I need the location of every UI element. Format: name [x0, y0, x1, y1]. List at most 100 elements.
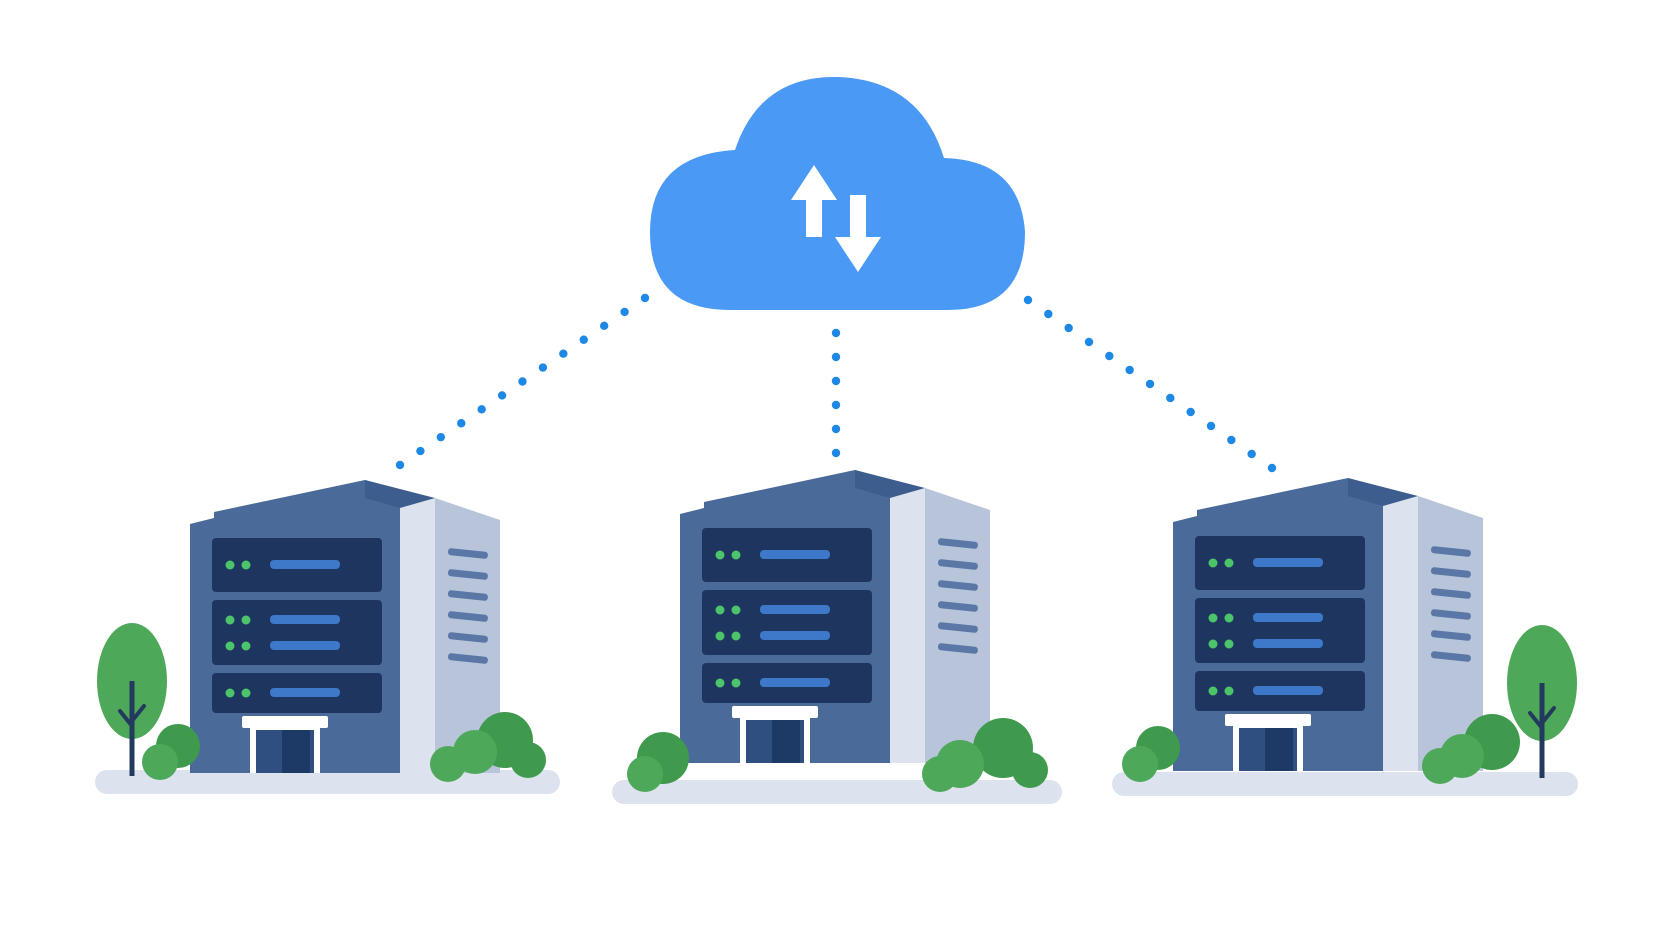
- connector-dot: [1166, 393, 1175, 403]
- building-side-edge: [1381, 496, 1418, 771]
- server-bar: [270, 560, 340, 569]
- side-vent: [937, 643, 978, 654]
- status-led: [241, 688, 251, 698]
- server-rack-panel: [212, 673, 382, 713]
- connector-dot: [831, 376, 841, 386]
- connector-dot: [477, 405, 486, 414]
- side-vent: [1430, 630, 1471, 641]
- building-right: [1112, 478, 1578, 796]
- server-rack-panel: [212, 600, 382, 665]
- connector-dot: [457, 419, 466, 428]
- status-led: [241, 560, 251, 570]
- ground-strip: [612, 780, 1062, 804]
- bush-icon: [922, 756, 958, 792]
- connector-dot: [831, 352, 841, 362]
- cloud: [650, 76, 1025, 310]
- status-led: [715, 631, 725, 641]
- side-vent: [447, 548, 488, 559]
- server-bar: [270, 615, 340, 624]
- status-led: [1208, 639, 1218, 649]
- door-awning: [242, 716, 328, 728]
- server-bar: [1253, 686, 1323, 695]
- connector-center: [831, 328, 841, 458]
- connector-dot: [518, 377, 527, 386]
- server-bar: [760, 550, 830, 559]
- server-rack-panel: [212, 538, 382, 592]
- door-awning: [1225, 714, 1311, 726]
- connector-dot: [1023, 295, 1033, 305]
- connector-dot: [640, 293, 650, 303]
- side-vent: [1430, 588, 1471, 599]
- connector-dot: [831, 448, 841, 458]
- status-led: [1208, 686, 1218, 696]
- server-rack-panel: [702, 663, 872, 703]
- connector-dot: [1105, 351, 1114, 361]
- status-led: [241, 641, 251, 651]
- server-bar: [760, 678, 830, 687]
- dotted-connectors: [395, 293, 1277, 473]
- connector-dot: [1125, 365, 1134, 375]
- tall-tree-icon: [1507, 625, 1577, 778]
- connector-dot: [831, 424, 841, 434]
- server-panel-body: [702, 590, 872, 655]
- connector-dot: [436, 432, 446, 442]
- status-led: [731, 631, 741, 641]
- server-bar: [270, 641, 340, 650]
- server-rack-panel: [702, 528, 872, 582]
- door-awning: [732, 706, 818, 718]
- building-roof: [1348, 478, 1418, 506]
- server-panel-body: [1195, 598, 1365, 663]
- connector-dot: [579, 335, 588, 344]
- tree-branch: [118, 709, 134, 728]
- server-rack-panel: [702, 590, 872, 655]
- connector-dot: [1084, 337, 1094, 347]
- building-side-edge: [398, 498, 435, 773]
- side-vent: [447, 632, 488, 643]
- building-center: [612, 470, 1062, 804]
- connector-left: [395, 293, 650, 470]
- building-side-edge: [888, 488, 925, 763]
- door-shadow: [282, 730, 310, 773]
- connector-dot: [395, 460, 405, 470]
- server-bar: [760, 605, 830, 614]
- side-vent: [937, 622, 978, 633]
- building-roof: [365, 480, 435, 508]
- status-led: [241, 615, 251, 625]
- status-led: [225, 615, 235, 625]
- status-led: [225, 641, 235, 651]
- ground-strip: [1112, 772, 1578, 796]
- tree-branch: [1540, 706, 1556, 725]
- connector-dot: [1227, 435, 1236, 445]
- bush-icon: [142, 744, 178, 780]
- server-bar: [760, 631, 830, 640]
- server-panel-body: [212, 600, 382, 665]
- connector-dot: [497, 391, 507, 400]
- side-vent: [447, 653, 488, 664]
- cloud-shape: [650, 76, 1025, 310]
- door: [732, 706, 818, 763]
- status-led: [715, 678, 725, 688]
- side-vent: [1430, 651, 1471, 662]
- side-vent: [1430, 567, 1471, 578]
- upload-download-arrows-icon: [791, 165, 881, 272]
- connector-right: [1023, 295, 1277, 473]
- bush-icon: [430, 746, 466, 782]
- bush-icon: [510, 742, 546, 778]
- side-vent: [937, 580, 978, 591]
- side-vent: [1430, 546, 1471, 557]
- server-bar: [270, 688, 340, 697]
- status-led: [225, 560, 235, 570]
- connector-dot: [1064, 323, 1073, 333]
- connector-dot: [538, 363, 548, 372]
- status-led: [731, 550, 741, 560]
- down-arrow-icon: [835, 195, 881, 272]
- bush-icon: [627, 756, 663, 792]
- connector-dot: [831, 328, 841, 338]
- tree-trunk: [129, 681, 135, 776]
- connector-dot: [1206, 421, 1216, 431]
- server-rack-panel: [1195, 671, 1365, 711]
- server-bar: [1253, 613, 1323, 622]
- side-vent: [937, 538, 978, 549]
- status-led: [715, 605, 725, 615]
